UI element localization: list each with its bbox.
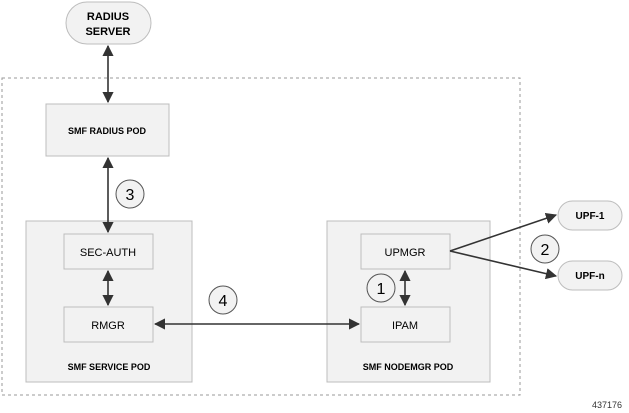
rmgr-label: RMGR [91,320,125,332]
step-4-marker: 4 [208,285,238,315]
upmgr-to-upf-1-arrow [449,212,558,252]
sec-auth-label: SEC-AUTH [80,247,136,259]
upf-1-label: UPF-1 [576,211,605,222]
step-4-label: 4 [219,293,228,310]
ipam-label: IPAM [392,320,418,332]
upf-1-node: UPF-1 [557,200,623,231]
figure-id: 437176 [592,400,622,410]
smf-service-pod: SMF SERVICE POD SEC-AUTH RMGR [25,220,193,383]
smf-nodemgr-pod: SMF NODEMGR POD UPMGR IPAM [326,220,491,383]
smf-boundary [1,77,521,396]
smf-nodemgr-pod-label: SMF NODEMGR POD [363,362,454,372]
upmgr-label: UPMGR [385,247,426,259]
sec-auth-box: SEC-AUTH [63,233,154,270]
upf-n-label: UPF-n [575,271,604,282]
smf-radius-pod: SMF RADIUS POD [45,103,170,157]
radius-server-label-line2: SERVER [85,26,130,38]
ipam-box: IPAM [360,306,451,343]
smf-service-pod-label: SMF SERVICE POD [68,362,151,372]
step-3-marker: 3 [115,179,145,209]
upf-n-node: UPF-n [557,260,623,291]
step-1-marker: 1 [366,273,396,303]
step-3-label: 3 [126,187,135,204]
upmgr-box: UPMGR [360,233,451,270]
radius-server-label-line1: RADIUS [87,11,129,23]
smf-radius-pod-label: SMF RADIUS POD [68,126,147,136]
step-1-label: 1 [377,281,386,298]
step-2-label: 2 [541,242,550,259]
upmgr-to-upf-n-arrow [449,250,558,280]
radius-server-node: RADIUS SERVER [65,1,152,45]
step-2-marker: 2 [530,234,560,264]
rmgr-box: RMGR [63,306,154,343]
